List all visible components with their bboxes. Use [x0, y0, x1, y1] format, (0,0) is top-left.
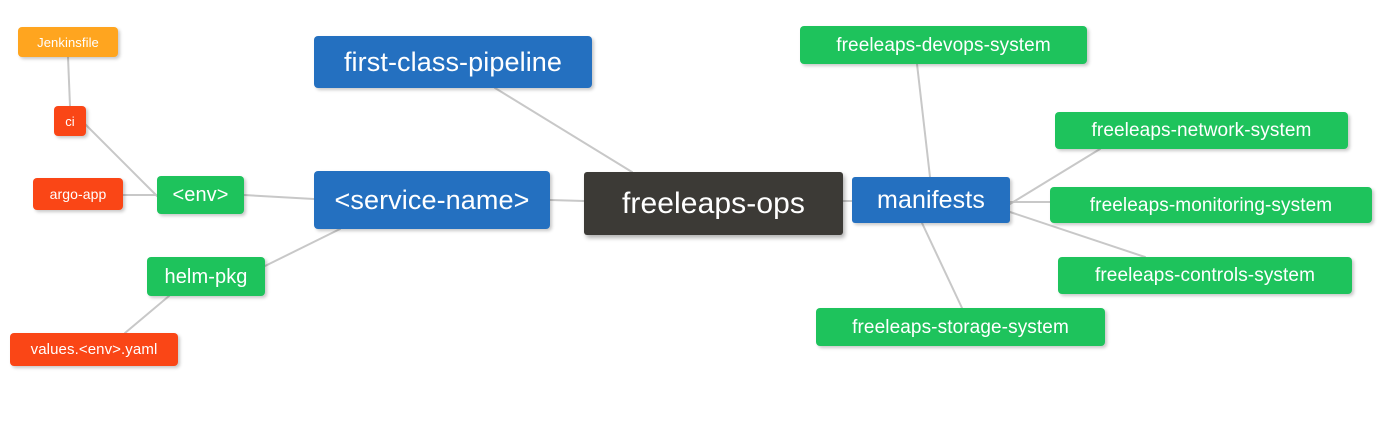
node-label: argo-app: [49, 186, 107, 202]
edge-helm-pkg-to-values-env-yaml: [124, 295, 170, 334]
edge-env-to-service-name: [243, 194, 315, 200]
edge-jenkinsfile-to-ci: [67, 56, 71, 107]
node-label: ci: [65, 113, 75, 129]
mindmap-node-first-class-pipeline[interactable]: first-class-pipeline: [314, 36, 592, 88]
node-label: freeleaps-network-system: [1091, 120, 1312, 141]
mindmap-node-manifests[interactable]: manifests: [852, 177, 1010, 223]
node-label: freeleaps-controls-system: [1094, 265, 1316, 286]
mindmap-node-freeleaps-controls-system[interactable]: freeleaps-controls-system: [1058, 257, 1352, 294]
mindmap-node-jenkinsfile[interactable]: Jenkinsfile: [18, 27, 118, 57]
mindmap-node-freeleaps-storage-system[interactable]: freeleaps-storage-system: [816, 308, 1105, 346]
node-label: <env>: [172, 184, 229, 206]
edge-first-class-pipeline-to-freeleaps-ops: [494, 87, 633, 173]
node-label: freeleaps-ops: [621, 186, 806, 220]
edge-manifests-to-freeleaps-storage-system: [921, 222, 963, 309]
mindmap-node-env[interactable]: <env>: [157, 176, 244, 214]
edge-service-name-to-freeleaps-ops: [549, 199, 585, 202]
mindmap-node-ci[interactable]: ci: [54, 106, 86, 136]
node-label: <service-name>: [334, 184, 530, 215]
node-label: values.<env>.yaml: [30, 341, 158, 358]
node-label: freeleaps-monitoring-system: [1089, 194, 1333, 216]
node-label: freeleaps-storage-system: [852, 316, 1069, 338]
node-label: first-class-pipeline: [343, 46, 563, 77]
mindmap-node-freeleaps-ops[interactable]: freeleaps-ops: [584, 172, 843, 235]
node-label: Jenkinsfile: [37, 34, 99, 50]
mindmap-node-freeleaps-monitoring-system[interactable]: freeleaps-monitoring-system: [1050, 187, 1372, 223]
mindmap-node-freeleaps-devops-system[interactable]: freeleaps-devops-system: [800, 26, 1087, 64]
node-label: freeleaps-devops-system: [836, 34, 1051, 56]
mindmap-node-values-env-yaml[interactable]: values.<env>.yaml: [10, 333, 178, 366]
node-label: helm-pkg: [164, 265, 248, 288]
mindmap-node-service-name[interactable]: <service-name>: [314, 171, 550, 229]
mindmap-node-argo-app[interactable]: argo-app: [33, 178, 123, 210]
mindmap-node-helm-pkg[interactable]: helm-pkg: [147, 257, 265, 296]
mindmap-node-freeleaps-network-system[interactable]: freeleaps-network-system: [1055, 112, 1348, 149]
edge-manifests-to-freeleaps-devops-system: [916, 63, 931, 178]
edge-service-name-to-helm-pkg: [264, 228, 341, 267]
node-label: manifests: [877, 185, 985, 214]
